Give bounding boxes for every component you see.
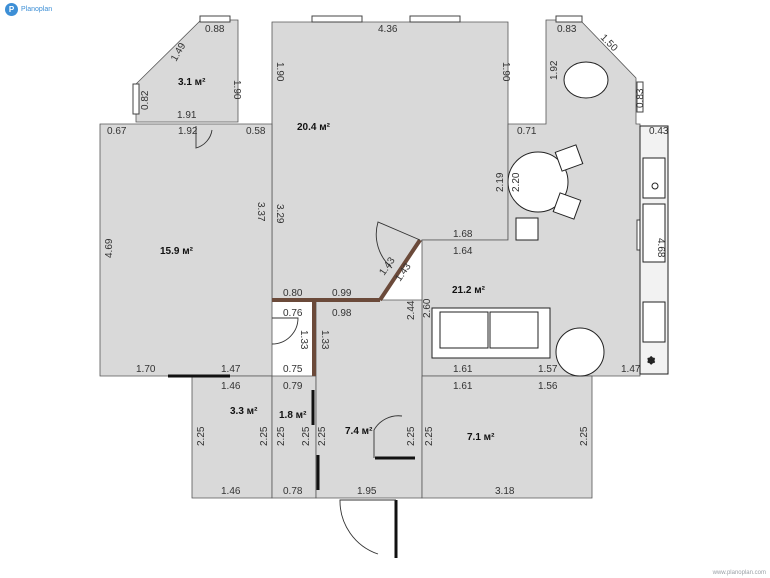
chair: [552, 192, 582, 220]
dimension-label: 1.64: [453, 246, 473, 257]
dimension-label: 4.36: [378, 24, 398, 35]
stove: [642, 157, 666, 199]
footer-url: www.planoplan.com: [712, 570, 766, 576]
dimension-label: 4.68: [655, 238, 666, 258]
dimension-label: 0.75: [283, 364, 303, 375]
dimension-label: 3.18: [495, 486, 515, 497]
dimension-label: 1.47: [621, 364, 641, 375]
dimension-label: 1.61: [453, 381, 473, 392]
snowflake-icon: ❄: [647, 356, 655, 367]
chair: [515, 217, 539, 241]
dimension-label: 0.71: [517, 126, 537, 137]
area-labels: 3.1 м² 20.4 м² 15.9 м² 21.2 м² 3.3 м² 1.…: [160, 77, 495, 443]
dimension-label: 1.33: [319, 330, 330, 350]
dimension-label: 2.25: [259, 426, 270, 446]
dimension-label: 1.90: [231, 80, 242, 100]
area-label-left-room: 15.9 м²: [160, 246, 194, 257]
door-swing: [195, 126, 213, 149]
area-label-bay-room: 3.1 м²: [178, 77, 206, 88]
burner: [651, 182, 659, 190]
furniture: ❄: [431, 61, 669, 377]
window: [409, 15, 461, 23]
armchair: [563, 61, 609, 99]
area-label-top-room: 20.4 м²: [297, 122, 331, 133]
dimension-label: 1.70: [136, 364, 156, 375]
window: [311, 15, 363, 23]
dimension-label: 2.25: [196, 426, 207, 446]
area-label-hall: 7.4 м²: [345, 426, 373, 437]
sink: [642, 203, 666, 263]
area-label-room-7-1: 7.1 м²: [467, 432, 495, 443]
dimension-label: 2.25: [424, 426, 435, 446]
dimension-label: 2.25: [276, 426, 287, 446]
dimension-label: 1.47: [221, 364, 241, 375]
dimension-label: 1.46: [221, 381, 241, 392]
coffee-table: [555, 327, 605, 377]
sofa-cushion: [489, 311, 539, 349]
dimension-label: 1.91: [177, 110, 197, 121]
door-swing: [375, 221, 421, 269]
dimension-label: 0.58: [246, 126, 266, 137]
fridge: [642, 301, 666, 343]
area-label-room-3-3: 3.3 м²: [230, 406, 258, 417]
dimension-label: 1.92: [178, 126, 198, 137]
dimension-label: 3.29: [274, 204, 285, 224]
entrance-door-swing: [339, 499, 396, 555]
dimension-label: 0.99: [332, 288, 352, 299]
dimension-label: 0.79: [283, 381, 303, 392]
dimension-label: 2.20: [511, 172, 522, 192]
round-table: [507, 151, 569, 213]
dimension-label: 2.25: [579, 426, 590, 446]
dimension-label: 1.33: [298, 330, 309, 350]
planoplan-logo: P Planoplan: [5, 3, 52, 16]
dimension-labels: 0.88 1.49 1.90 0.82 1.91 1.92 0.67 0.58 …: [104, 24, 669, 497]
hall-floor: [315, 299, 423, 499]
dimension-label: 0.78: [283, 486, 303, 497]
brand-name: Planoplan: [21, 6, 53, 13]
dimension-label: 1.90: [274, 62, 285, 82]
dimension-label: 1.56: [538, 381, 558, 392]
bay-room-floor: [135, 19, 239, 123]
dimension-label: 0.88: [205, 24, 225, 35]
dimension-label: 2.19: [495, 172, 506, 192]
door-swing: [271, 317, 299, 345]
area-label-living-room: 21.2 м²: [452, 285, 486, 296]
dimension-label: 1.57: [538, 364, 558, 375]
walls: [168, 238, 422, 558]
dimension-label: 2.25: [317, 426, 328, 446]
dimension-label: 1.90: [500, 62, 511, 82]
doors: [195, 126, 421, 555]
dimension-label: 0.80: [283, 288, 303, 299]
dimension-label: 0.43: [649, 126, 669, 137]
dimension-label: 1.95: [357, 486, 377, 497]
planoplan-logo-icon: P: [5, 3, 18, 16]
dimension-label: 1.61: [453, 364, 473, 375]
door-swing: [373, 415, 403, 458]
dimension-label: 4.69: [104, 238, 115, 258]
dimension-label: 2.25: [406, 426, 417, 446]
dimension-label: 1.92: [549, 60, 560, 80]
dimension-label: 0.83: [557, 24, 577, 35]
window: [132, 83, 140, 115]
window: [636, 81, 644, 113]
sofa-cushion: [439, 311, 489, 349]
window: [199, 15, 231, 23]
dimension-label: 2.25: [301, 426, 312, 446]
room-7-1-floor: [421, 375, 593, 499]
chair: [554, 144, 584, 172]
dimension-label: 1.68: [453, 229, 473, 240]
area-label-room-1-8: 1.8 м²: [279, 410, 307, 421]
diagonal-wall: [378, 238, 422, 302]
dimension-label: 2.60: [422, 298, 433, 318]
dimension-label: 0.67: [107, 126, 127, 137]
dimension-label: 3.37: [255, 202, 266, 222]
dimension-label: 2.44: [406, 300, 417, 320]
dimension-label: 0.98: [332, 308, 352, 319]
dimension-label: 0.82: [140, 90, 151, 110]
dimension-label: 1.46: [221, 486, 241, 497]
dimension-label: 0.83: [635, 88, 646, 108]
dimension-label: 0.76: [283, 308, 303, 319]
window: [555, 15, 583, 23]
